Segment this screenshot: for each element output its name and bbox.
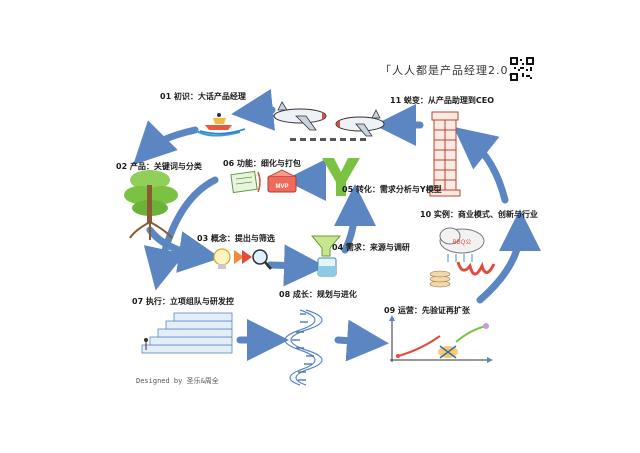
arrow-02-to-03: [146, 226, 221, 273]
y-model-icon: [322, 158, 360, 196]
tower-icon: [429, 111, 461, 197]
step-07-label: 07 执行：立项组队与研发控: [132, 297, 234, 306]
airplane-icon-right: [335, 109, 385, 137]
cloud-storm-icon: BBQ公: [429, 227, 496, 288]
step-10-label: 10 实例：商业模式、创新与行业: [420, 210, 538, 219]
step-08-label: 08 成长：规划与进化: [279, 290, 357, 299]
flow-arrows: [133, 89, 541, 362]
runway-icon: [290, 138, 366, 141]
arrow-04-to-05: [333, 184, 376, 254]
arrow-01-to-02: [133, 120, 199, 165]
arrow-08-to-09: [334, 319, 389, 362]
step-04-label: 04 需求：来源与调研: [332, 243, 410, 252]
tree-icon: [124, 170, 178, 240]
mvp-box-icon: MVP: [230, 169, 297, 194]
airplane-icon-left: [273, 101, 327, 131]
designer-credit: Designed by 圣乐&周全: [136, 377, 219, 385]
mvp-text: MVP: [275, 184, 288, 190]
step-06-label: 06 功能：细化与打包: [223, 159, 301, 168]
boats-icon: [194, 113, 246, 137]
page-title: 「人人都是产品经理2.0」: [380, 64, 521, 77]
arrow-10-to-11: [453, 126, 509, 204]
arrow-02-to-07: [143, 176, 219, 291]
growth-chart-icon: [389, 315, 493, 363]
lightbulb-magnifier-icon: [213, 248, 272, 270]
step-09-label: 09 运营：先验证再扩张: [384, 306, 470, 315]
cloud-text: BBQ公: [453, 239, 472, 246]
step-02-label: 02 产品：关键词与分类: [116, 162, 202, 171]
arrow-planes-to-01: [231, 89, 276, 131]
step-01-label: 01 初识：大话产品经理: [160, 92, 246, 101]
step-11-label: 11 蜕变：从产品助理到CEO: [390, 96, 495, 105]
funnel-jar-icon: [310, 235, 342, 277]
arrow-03-to-04: [266, 244, 326, 287]
spiral-stairs-icon: [284, 309, 323, 386]
qr-code-icon: [510, 57, 534, 81]
step-03-label: 03 概念：提出与筛选: [197, 234, 275, 243]
arrow-09-to-10: [476, 209, 541, 304]
step-05-label: 05 转化：需求分析与Y模型: [342, 185, 442, 194]
staircase-icon: [141, 312, 233, 354]
